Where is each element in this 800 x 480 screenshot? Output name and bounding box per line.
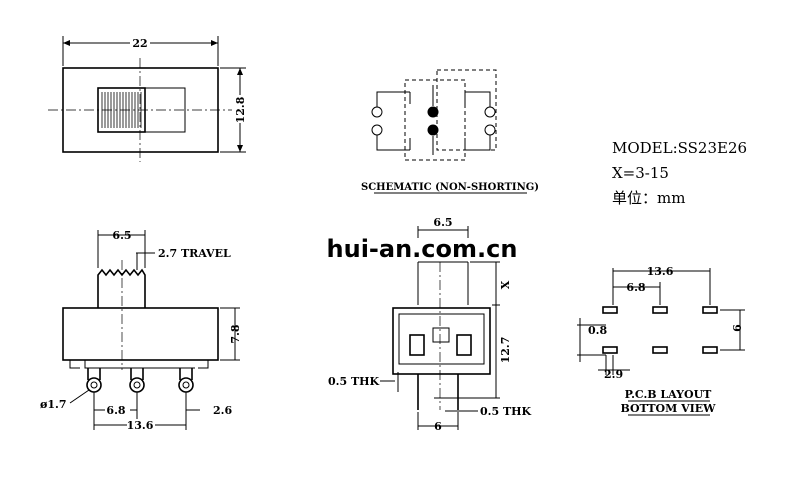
- pcb-pad: [702, 346, 718, 354]
- thk-right-label: 0.5 THK: [480, 405, 532, 418]
- thk-left-label: 0.5 THK: [328, 375, 380, 388]
- schematic: SCHEMATIC (NON-SHORTING): [361, 69, 539, 194]
- pcb-subtitle: BOTTOM VIEW: [620, 402, 716, 415]
- travel-label: 2.7 TRAVEL: [158, 247, 231, 260]
- pcb-pad: [702, 306, 718, 314]
- pcb-layout: 13.6 6.8 6 0.8 2.9 P.C.B LAYOUT BOTTOM V…: [577, 265, 745, 416]
- pitch-label: 6.8: [106, 404, 125, 417]
- specs: MODEL:SS23E26 X=3-15 单位：mm: [612, 139, 747, 207]
- height-label: 7.8: [229, 324, 242, 343]
- end-view: 6.5 X 12.7 0.5 THK 0.5 THK 6: [328, 216, 532, 433]
- span-label: 13.6: [127, 419, 154, 432]
- edge-label: 2.6: [213, 404, 232, 417]
- actuator-width-label: 6.5: [112, 229, 131, 242]
- x-range-label: X=3-15: [612, 164, 669, 182]
- schematic-title: SCHEMATIC (NON-SHORTING): [361, 182, 539, 193]
- width-dim-label: 22: [132, 37, 147, 50]
- unit-label: 单位：mm: [612, 189, 685, 207]
- model-label: MODEL:SS23E26: [612, 139, 747, 157]
- pin-diameter-label: ø1.7: [40, 398, 66, 411]
- pcb-title: P.C.B LAYOUT: [625, 388, 713, 401]
- pcb-pad: [652, 346, 668, 354]
- pin-spacing-label: 6: [434, 420, 442, 433]
- end-actuator-width-label: 6.5: [433, 216, 452, 229]
- row-spacing-label: 6: [731, 324, 744, 332]
- pcb-pad: [652, 306, 668, 314]
- end-height-label: 12.7: [499, 337, 512, 364]
- x-dim-label: X: [499, 280, 512, 289]
- offset-label: 2.9: [604, 368, 623, 381]
- pad-width-label: 0.8: [588, 324, 607, 337]
- pcb-pitch-label: 6.8: [626, 281, 645, 294]
- watermark: hui-an.com.cn: [327, 235, 518, 263]
- height-dim-label: 12.8: [234, 96, 247, 123]
- pcb-span-label: 13.6: [647, 265, 674, 278]
- pcb-pad: [602, 346, 618, 354]
- side-view: 6.5 2.7 TRAVEL 7.8 ø1.7 6.8 2.6 13.6: [40, 229, 242, 432]
- pcb-pad: [602, 306, 618, 314]
- top-view: 22 12.8: [48, 36, 247, 162]
